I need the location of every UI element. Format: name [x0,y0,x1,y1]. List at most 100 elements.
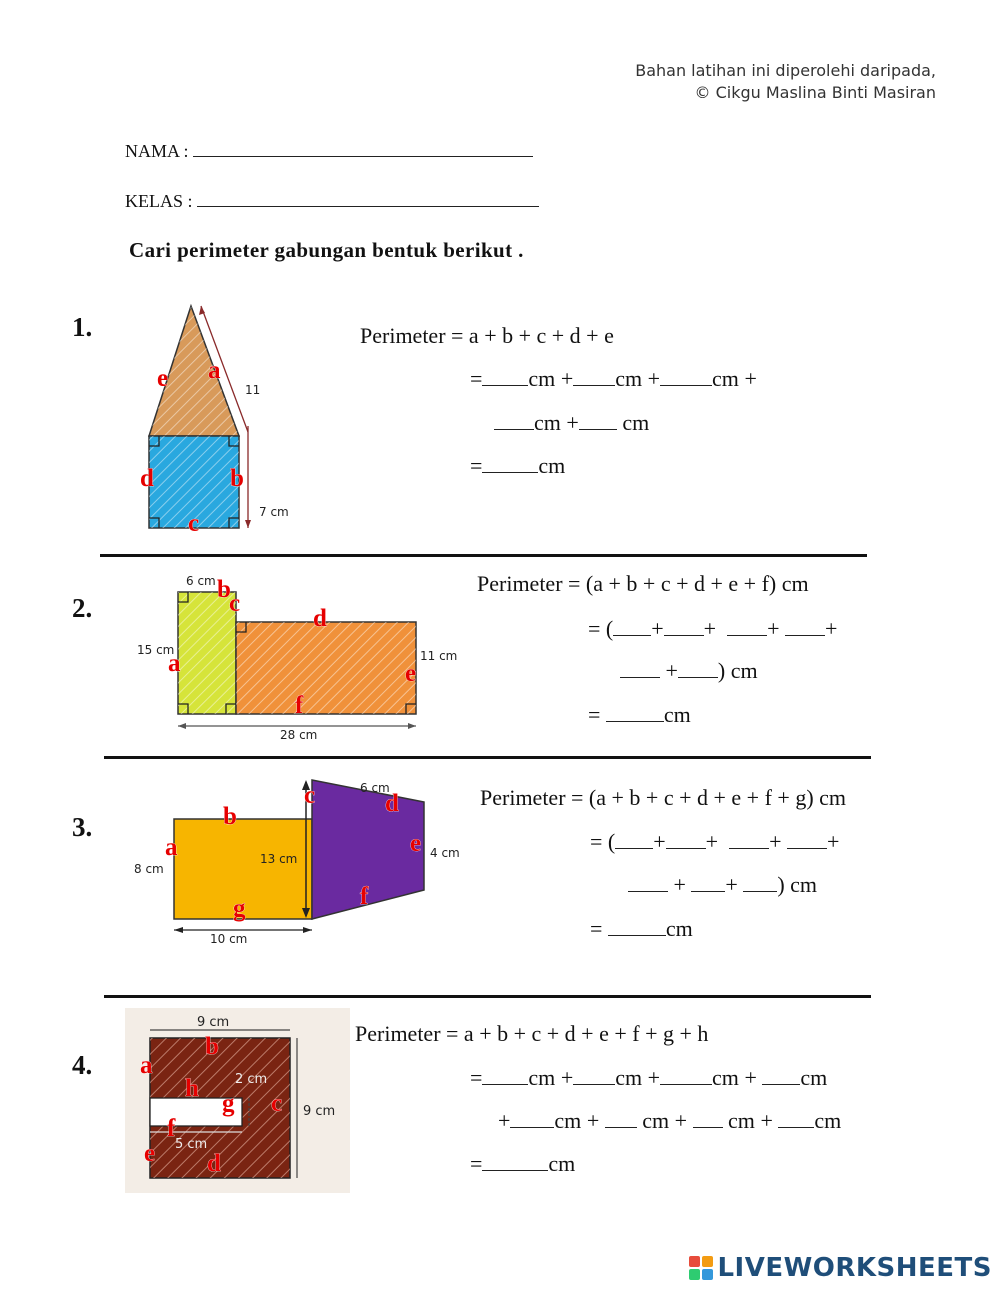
q4-blank-e[interactable] [510,1109,555,1128]
q1-label-b: b [230,465,245,493]
q1-blank-e[interactable] [578,411,617,430]
q1-arrowhead-top [199,306,205,315]
question-1-number: 1. [72,312,93,342]
q2-line-3: +) cm [620,658,758,684]
q2-label-d: d [313,605,328,633]
q3-blank-f[interactable] [691,873,726,892]
q1-line-4: =cm [470,453,566,478]
q4-label-b: b [205,1033,220,1061]
q4-label-a: a [140,1052,153,1080]
q2-label-e: e [405,660,417,688]
q3-label-f: f [360,883,369,911]
kelas-input-line[interactable] [196,190,539,207]
q4-blank-f[interactable] [604,1109,637,1128]
q2-right-angle-marks [178,592,416,714]
question-4-number: 4. [72,1050,93,1080]
q3-blank-a[interactable] [615,830,654,849]
credit-line-1: Bahan latihan ini diperolehi daripada, [635,61,936,80]
question-3-number: 3. [72,812,93,842]
q2-label-a: a [168,650,181,678]
q3-rect-yellow [173,818,313,920]
nama-field[interactable]: NAMA : [125,140,533,162]
q4-label-c: c [271,1090,283,1118]
q1-dim-7cm: 7 cm [259,505,289,519]
q3-label-d: d [385,790,400,818]
liveworksheets-logo-icon [689,1256,714,1280]
q3-label-a: a [165,834,178,862]
q3-blank-e[interactable] [628,873,668,892]
q2-rect-green-hatch [178,592,236,714]
question-2-figure: 6 cm 15 cm 11 cm 28 cm [137,574,457,742]
q4-label-e: e [144,1140,156,1168]
q1-label-a: a [208,357,221,385]
q1-dim-11: 11 [245,383,260,397]
question-4-figure: 9 cm 2 cm 9 cm 5 cm [125,1008,350,1193]
q3-dim-13cm: 13 cm [260,852,297,866]
q2-line-4: = cm [588,702,691,727]
separator-3 [104,995,871,998]
q1-blank-c[interactable] [660,367,713,386]
q3-blank-c[interactable] [729,830,770,849]
q3-line-2: = (++ + + [590,829,840,854]
q2-dim-15cm: 15 cm [137,643,174,657]
q3-label-c: c [304,782,316,810]
question-2-number: 2. [72,593,93,623]
q4-blank-b[interactable] [573,1066,616,1085]
credit-line-2: © Cikgu Maslina Binti Masiran [694,83,937,102]
q3-dim-8cm: 8 cm [134,862,164,876]
q4-label-d: d [207,1150,222,1178]
separator-1 [100,554,867,557]
q4-label-h: h [185,1075,200,1103]
q4-blank-a[interactable] [482,1066,529,1085]
q2-blank-a[interactable] [613,617,652,636]
q1-right-angle-marks [149,436,239,528]
question-3-figure: 6 cm 8 cm 13 cm 4 cm 10 cm [134,779,460,946]
q3-line-3: + + ) cm [628,872,817,898]
q3-label-g: g [233,895,246,923]
q2-blank-total[interactable] [605,703,664,722]
q4-cutout [149,1097,243,1127]
q1-arrowhead-bottom [245,520,251,528]
q3-blank-total[interactable] [607,917,666,936]
q1-line-2: =cm +cm +cm + [470,366,757,391]
nama-input-line[interactable] [192,140,533,157]
q3-blank-b[interactable] [665,830,706,849]
q3-dim-10cm: 10 cm [210,932,247,946]
q2-blank-d[interactable] [785,617,825,636]
q2-blank-e[interactable] [620,659,660,678]
q3-blank-g[interactable] [743,873,778,892]
q3-blank-d[interactable] [787,830,827,849]
q2-dim-11cm: 11 cm [420,649,457,663]
q1-blank-d[interactable] [494,411,534,430]
q2-dim-28cm: 28 cm [280,728,317,742]
q2-label-f: f [295,692,304,720]
liveworksheets-logo-text: LIVEWORKSHEETS [717,1253,992,1283]
q3-trapezoid [311,779,425,920]
q2-blank-f[interactable] [677,659,718,678]
q3-formula: Perimeter = (a + b + c + d + e + f + g) … [480,785,847,810]
q4-blank-d[interactable] [762,1066,801,1085]
q3-dim-4cm: 4 cm [430,846,460,860]
q4-blank-h[interactable] [778,1109,815,1128]
q4-blank-c[interactable] [660,1066,713,1085]
q4-dim-5cm: 5 cm [175,1137,207,1152]
q2-blank-c[interactable] [727,617,768,636]
q1-blank-a[interactable] [482,367,529,386]
liveworksheets-logo: LIVEWORKSHEETS [689,1253,992,1283]
q1-label-c: c [188,510,200,538]
q1-line-3: cm + cm [494,410,649,436]
q1-dim-arrow-11 [200,305,249,433]
q2-dim-6cm: 6 cm [186,574,216,588]
q1-label-e: e [157,365,169,393]
q1-triangle-hatch [149,306,239,436]
q1-blank-b[interactable] [573,367,616,386]
q4-dim-9cm-right: 9 cm [303,1104,335,1119]
q1-blank-total[interactable] [482,454,539,473]
q3-line-4: = cm [590,916,693,941]
q4-label-f: f [167,1115,176,1143]
kelas-field[interactable]: KELAS : [125,190,539,212]
q4-blank-g[interactable] [692,1109,723,1128]
q3-dim-6cm: 6 cm [360,781,390,795]
q2-blank-b[interactable] [663,617,704,636]
q4-blank-total[interactable] [482,1152,549,1171]
